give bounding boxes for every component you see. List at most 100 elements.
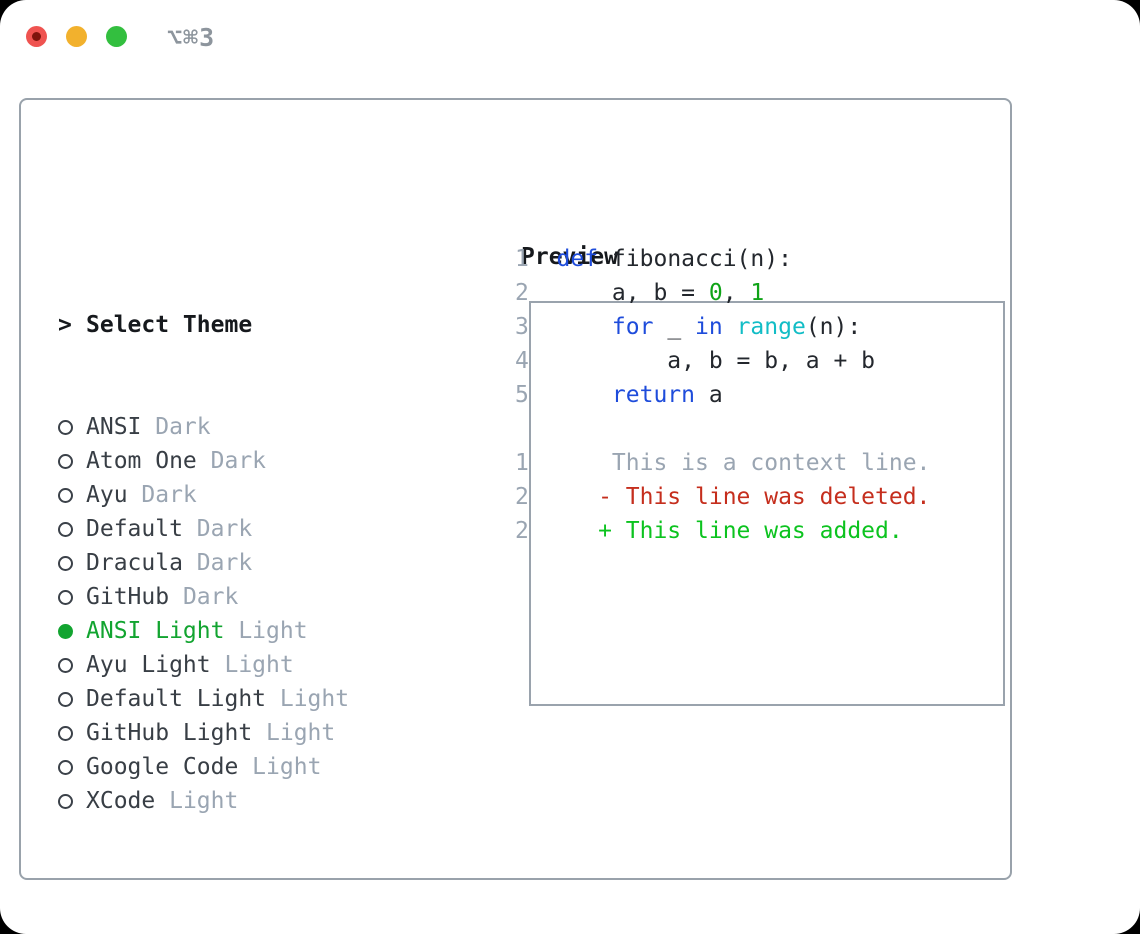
spacer (58, 886, 446, 920)
radio-icon (58, 522, 73, 537)
theme-variant: Light (210, 652, 294, 678)
code-line (515, 412, 930, 446)
theme-name: Ayu Light (86, 652, 211, 678)
code-token: 0 (708, 280, 723, 306)
theme-name: GitHub (86, 584, 170, 610)
theme-variant: Dark (169, 584, 239, 610)
radio-icon (58, 488, 73, 503)
line-number: 1 (515, 450, 529, 476)
code-line: 4 a, b = b, a + b (515, 344, 930, 378)
theme-variant: Light (238, 754, 322, 780)
theme-name: Default Light (86, 686, 267, 712)
code-token: a (695, 382, 723, 408)
code-line: 2 a, b = 0, 1 (515, 276, 930, 310)
prompt-caret-icon: > (58, 312, 72, 338)
theme-name: ANSI (86, 414, 142, 440)
code-line: 1 This is a context line. (515, 446, 930, 480)
line-number: 1 (515, 246, 529, 272)
line-number: 4 (515, 348, 529, 374)
theme-option[interactable]: Dracula Dark (58, 546, 446, 580)
radio-icon (58, 658, 73, 673)
radio-icon (58, 454, 73, 469)
code-token: in (695, 314, 723, 340)
code-token: , (722, 280, 751, 306)
theme-option[interactable]: GitHub Light Light (58, 716, 446, 750)
radio-icon (58, 760, 73, 775)
minimize-button[interactable] (66, 26, 87, 47)
preview-pane (529, 301, 1005, 706)
theme-option[interactable]: Ayu Dark (58, 478, 446, 512)
theme-variant: Light (224, 618, 308, 644)
theme-variant: Dark (196, 448, 267, 474)
theme-variant: Light (252, 720, 336, 746)
code-token: (n): (805, 314, 862, 340)
window-title: ⌥⌘3 (167, 23, 216, 52)
code-token: - This line was deleted. (556, 484, 931, 510)
theme-name: Google Code (86, 754, 239, 780)
code-token: a, b = (556, 280, 709, 306)
theme-name: ANSI Light (86, 618, 225, 644)
theme-name: XCode (86, 788, 156, 814)
theme-variant: Dark (182, 550, 253, 576)
radio-icon (58, 726, 73, 741)
theme-option[interactable]: Atom One Dark (58, 444, 446, 478)
theme-variant: Light (266, 686, 350, 712)
theme-option[interactable]: ANSI Dark (58, 410, 446, 444)
theme-option[interactable]: XCode Light (58, 784, 446, 818)
code-line: 1 def fibonacci(n): (515, 242, 930, 276)
code-token: return (611, 382, 696, 408)
code-line: 2 + This line was added. (515, 514, 930, 548)
code-token (723, 314, 737, 340)
line-number: 2 (515, 484, 529, 510)
theme-variant: Dark (182, 516, 253, 542)
code-token: This is a context line. (556, 450, 931, 476)
theme-option[interactable]: Default Dark (58, 512, 446, 546)
code-token: for (611, 314, 654, 340)
theme-variant: Light (155, 788, 239, 814)
code-token (557, 314, 612, 340)
line-number: 2 (515, 280, 529, 306)
code-line: 2 - This line was deleted. (515, 480, 930, 514)
select-theme-header-row: > Select Theme (58, 308, 446, 342)
line-number: 5 (515, 382, 529, 408)
line-number: 3 (515, 314, 529, 340)
theme-option[interactable]: Default Light Light (58, 682, 446, 716)
code-token: + This line was added. (556, 518, 903, 544)
theme-variant: Dark (141, 414, 211, 440)
theme-name: Atom One (86, 448, 197, 474)
code-token: fibonacci(n): (598, 246, 792, 272)
theme-option[interactable]: ANSI Light Light (58, 614, 446, 648)
theme-variant: Dark (127, 482, 197, 508)
code-line: 3 for _ in range(n): (515, 310, 930, 344)
select-theme-heading: Select Theme (86, 312, 253, 338)
line-number: 2 (515, 518, 529, 544)
theme-name: Dracula (86, 550, 183, 576)
radio-icon (58, 420, 73, 435)
radio-icon (58, 556, 73, 571)
code-token: 1 (750, 280, 765, 306)
code-token (557, 382, 612, 408)
code-token: a, b = b, a + b (556, 348, 876, 374)
theme-option[interactable]: Ayu Light Light (58, 648, 446, 682)
theme-option[interactable]: GitHub Dark (58, 580, 446, 614)
code-line: 5 return a (515, 378, 930, 412)
theme-name: Ayu (86, 482, 128, 508)
theme-name: GitHub Light (86, 720, 253, 746)
theme-option[interactable]: Google Code Light (58, 750, 446, 784)
code-token: range (736, 314, 806, 340)
preview-heading: Preview (521, 244, 618, 270)
record-dot-icon (32, 32, 41, 41)
theme-name: Default (86, 516, 183, 542)
radio-selected-icon (58, 624, 73, 639)
radio-icon (58, 794, 73, 809)
close-button[interactable] (26, 26, 47, 47)
maximize-button[interactable] (106, 26, 127, 47)
radio-icon (58, 692, 73, 707)
radio-icon (58, 590, 73, 605)
code-token: def (556, 246, 599, 272)
